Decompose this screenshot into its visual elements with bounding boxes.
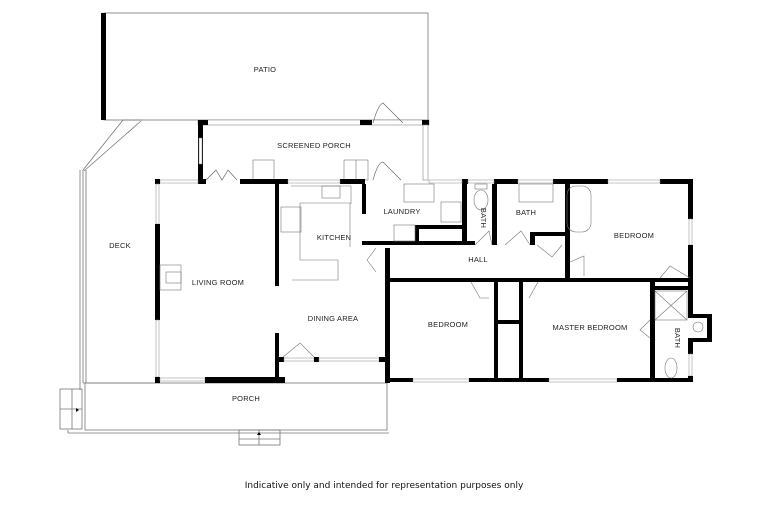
room-label-ensuite-bath: BATH [673,328,682,348]
room-label-living-room: LIVING ROOM [192,278,244,287]
disclaimer-text: Indicative only and intended for represe… [244,481,524,491]
room-label-kitchen: KITCHEN [317,233,351,242]
room-label-porch: PORCH [232,394,260,403]
room-label-laundry: LAUNDRY [383,207,420,216]
house-walls [155,179,712,383]
room-label-bedroom-s: BEDROOM [428,320,468,329]
room-label-deck: DECK [109,241,131,250]
room-label-bedroom-ne: BEDROOM [614,231,654,240]
fixtures [159,183,704,379]
screened-porch-walls [197,102,430,182]
room-label-master-bedroom: MASTER BEDROOM [553,323,628,332]
room-label-bath-small: BATH [479,208,488,228]
porch-area [59,382,389,446]
room-label-screened-porch: SCREENED PORCH [277,141,351,150]
deck-area [79,119,142,390]
room-label-hall: HALL [468,255,488,264]
room-label-bath: BATH [516,208,536,217]
room-label-patio: PATIO [254,65,276,74]
room-label-dining-area: DINING AREA [308,314,359,323]
